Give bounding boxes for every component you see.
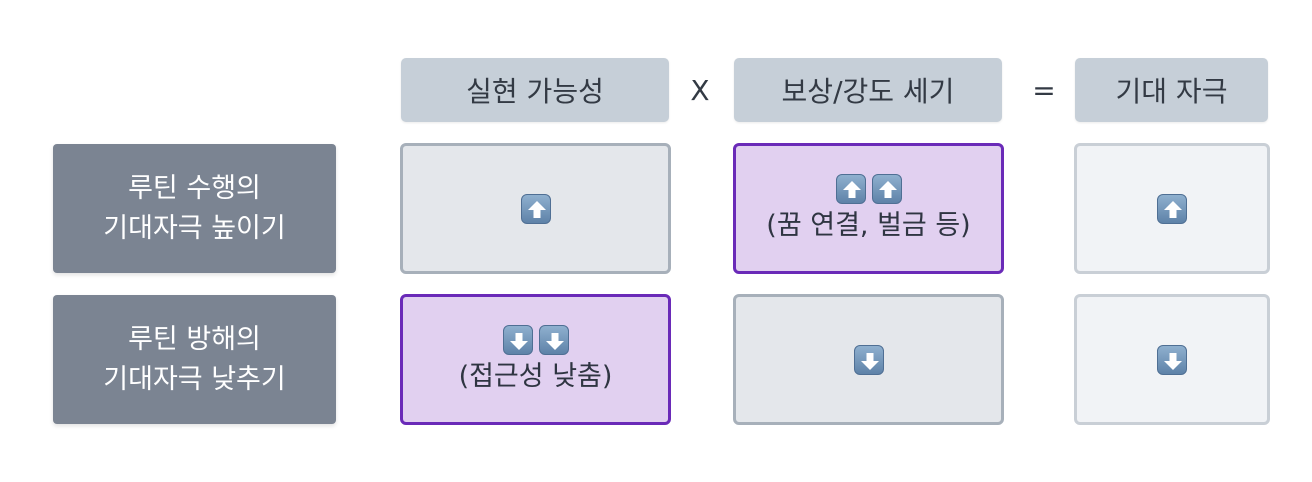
arrow-group xyxy=(520,193,551,224)
row-label-increase: 루틴 수행의 기대자극 높이기 xyxy=(53,144,336,273)
equals-operator: = xyxy=(1032,73,1056,107)
header-feasibility-label: 실현 가능성 xyxy=(466,75,604,108)
row-label-increase-line2: 기대자극 높이기 xyxy=(103,212,286,244)
cell-increase-reward-note: (꿈 연결, 벌금 등) xyxy=(766,209,971,241)
header-reward-intensity: 보상/강도 세기 xyxy=(734,58,1002,122)
up-arrow-icon xyxy=(835,173,866,204)
up-arrow-icon xyxy=(1157,193,1187,224)
up-arrow-icon xyxy=(520,193,551,224)
header-expected-stimulus: 기대 자극 xyxy=(1075,58,1268,122)
cell-decrease-reward xyxy=(733,294,1004,425)
down-arrow-icon xyxy=(1157,344,1187,375)
cell-increase-reward: (꿈 연결, 벌금 등) xyxy=(733,143,1004,274)
arrow-group xyxy=(1157,193,1187,224)
cell-decrease-feasibility: (접근성 낮춤) xyxy=(400,294,671,425)
down-arrow-icon xyxy=(853,344,884,375)
arrow-group xyxy=(502,324,569,355)
row-label-decrease-line1: 루틴 방해의 xyxy=(128,323,261,355)
row-label-decrease: 루틴 방해의 기대자극 낮추기 xyxy=(53,295,336,424)
multiply-operator: X xyxy=(690,73,710,107)
header-reward-intensity-label: 보상/강도 세기 xyxy=(781,75,955,108)
cell-increase-feasibility xyxy=(400,143,671,274)
arrow-group xyxy=(835,173,902,204)
arrow-group xyxy=(1157,344,1187,375)
cell-decrease-feasibility-note: (접근성 낮춤) xyxy=(458,360,613,392)
arrow-group xyxy=(853,344,884,375)
cell-decrease-expected xyxy=(1074,294,1270,425)
row-label-decrease-line2: 기대자극 낮추기 xyxy=(103,363,286,395)
cell-increase-expected xyxy=(1074,143,1270,274)
down-arrow-icon xyxy=(502,324,533,355)
up-arrow-icon xyxy=(871,173,902,204)
header-feasibility: 실현 가능성 xyxy=(401,58,669,122)
header-expected-stimulus-label: 기대 자극 xyxy=(1115,75,1228,108)
row-label-increase-line1: 루틴 수행의 xyxy=(128,172,261,204)
down-arrow-icon xyxy=(538,324,569,355)
